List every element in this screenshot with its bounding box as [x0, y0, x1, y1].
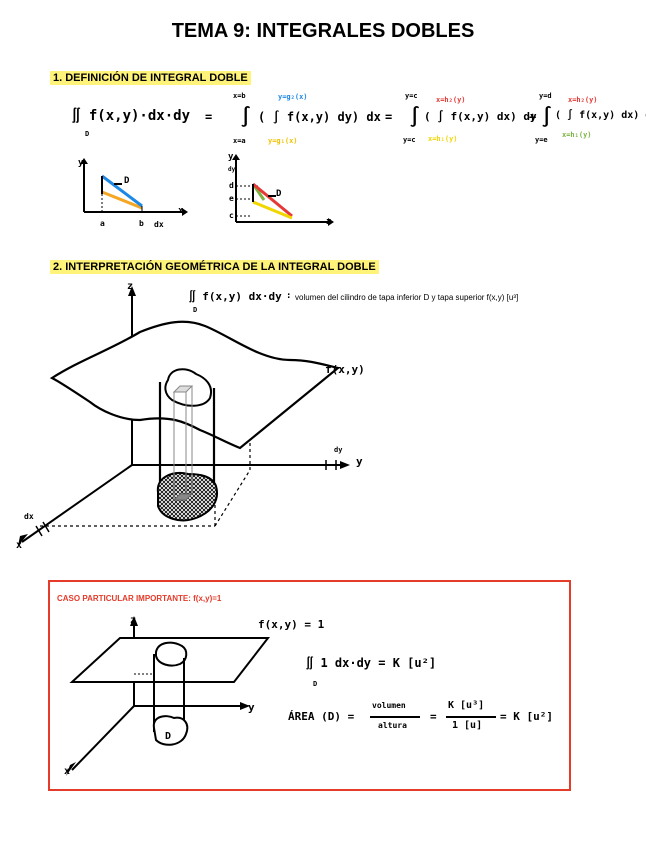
int3-inner-upper: x=h₂(y) — [568, 96, 598, 104]
graph1-x-label: x — [178, 206, 183, 216]
graph1-dx-label: dx — [154, 220, 164, 229]
int3-inner-lower: x=h₁(y) — [562, 131, 592, 139]
graph1-D-label: D — [124, 176, 129, 186]
constant-surface-illustration — [48, 600, 288, 790]
int1-body: ( ∫ f(x,y) dy) dx — [258, 110, 381, 124]
box-z-label: z — [130, 615, 136, 626]
box-area-label: ÁREA (D) = — [288, 710, 354, 723]
box-fxy-label: f(x,y) = 1 — [258, 618, 324, 631]
int1-inner-lower: y=g₁(x) — [268, 137, 298, 145]
graph1-y-label: y — [78, 158, 83, 168]
box-result: = K [u²] — [500, 710, 553, 723]
volume-3d-illustration — [0, 270, 420, 570]
formula-plus: + — [529, 110, 536, 124]
int1-lower: x=a — [233, 137, 246, 145]
int1-inner-upper: y=g₂(x) — [278, 93, 308, 101]
int3-lower: y=e — [535, 136, 548, 144]
box-integral-sub: D — [313, 680, 317, 688]
geo-fxy-label: f(x,y) — [325, 363, 365, 376]
box-integral: ∬ 1 dx·dy = K [u²] — [306, 656, 436, 670]
int2-upper: y=c — [405, 92, 418, 100]
box-fraction2-num: K [u³] — [448, 700, 484, 711]
box-equals: = — [430, 710, 437, 723]
box-y-label: y — [248, 701, 255, 714]
graph2-x-label: x — [326, 217, 331, 227]
geo-dx-label: dx — [24, 512, 34, 521]
geo-y-label: y — [356, 455, 363, 468]
int2-inner-upper: x=h₂(y) — [436, 96, 466, 104]
box-fraction2-bar — [446, 716, 496, 718]
box-fraction1-bar — [370, 716, 420, 718]
graph2-y-label: y — [228, 152, 233, 162]
box-fraction1-num: volumen — [372, 701, 406, 710]
formula-equals-2: = — [385, 110, 392, 124]
int3-sign: ∫ — [541, 106, 552, 128]
geo-dy-label: dy — [334, 446, 342, 454]
formula-lhs-sub: D — [85, 130, 89, 138]
graph2-dy-label: dy — [228, 166, 235, 173]
int2-inner-lower: x=h₁(y) — [428, 135, 458, 143]
int1-upper: x=b — [233, 92, 246, 100]
graph2-c-label: c — [229, 211, 234, 220]
int3-upper: y=d — [539, 92, 552, 100]
int3-body: ( ∫ f(x,y) dx) dy — [555, 110, 646, 121]
int2-body: ( ∫ f(x,y) dx) dy — [424, 110, 537, 123]
formula-equals: = — [205, 110, 212, 124]
geo-x-label: x — [16, 540, 22, 551]
section-1-heading: 1. DEFINICIÓN DE INTEGRAL DOBLE — [50, 71, 251, 85]
int2-sign: ∫ — [409, 106, 420, 128]
geo-z-label: z — [127, 281, 133, 292]
graph1-a-label: a — [100, 219, 105, 228]
page-title: TEMA 9: INTEGRALES DOBLES — [0, 20, 646, 43]
int2-lower: y=c — [403, 136, 416, 144]
box-x-label: x — [64, 766, 70, 777]
graph2-D-label: D — [276, 189, 281, 199]
box-D-label: D — [165, 731, 171, 742]
region-type1-graph — [70, 150, 190, 235]
graph1-b-label: b — [139, 219, 144, 228]
graph2-d-label: d — [229, 181, 234, 190]
formula-lhs: ∬ f(x,y)·dx·dy — [72, 108, 190, 124]
int1-sign: ∫ — [240, 106, 251, 128]
box-fraction2-den: 1 [u] — [452, 720, 482, 731]
graph2-e-label: e — [229, 194, 234, 203]
box-fraction1-den: altura — [378, 721, 407, 730]
